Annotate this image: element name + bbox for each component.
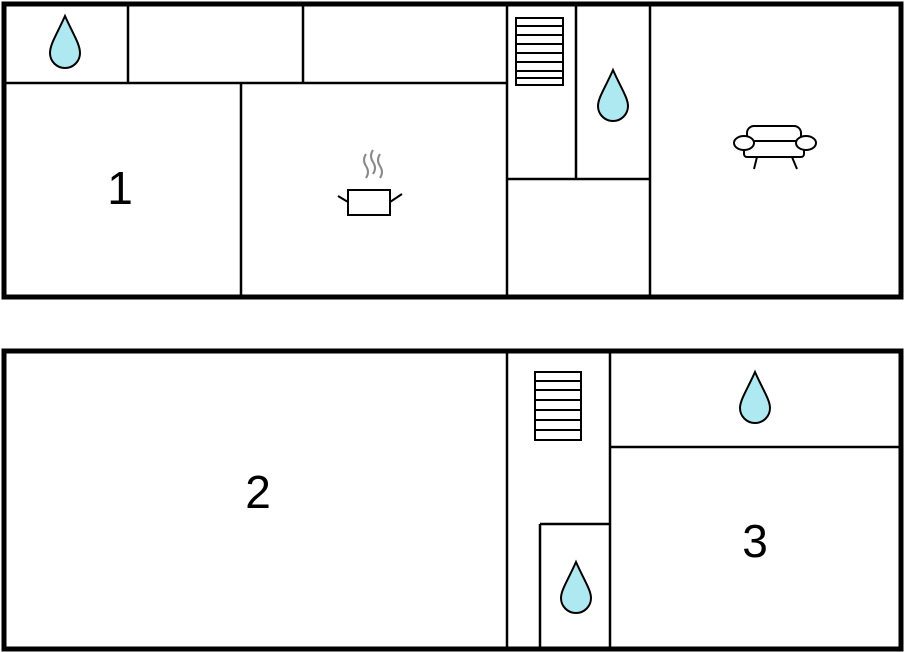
room-label: 2 bbox=[245, 466, 271, 518]
water-drop-icon bbox=[48, 13, 82, 69]
lower-floor-outline bbox=[1, 348, 904, 652]
stairs-icon bbox=[534, 371, 582, 441]
lower-floor: 2 3 bbox=[1, 348, 904, 652]
upper-floor-outline bbox=[1, 1, 904, 300]
room-label: 1 bbox=[107, 162, 133, 214]
cooking-pot-icon bbox=[337, 149, 403, 216]
upper-floor: 1 bbox=[1, 1, 904, 300]
sofa-icon bbox=[733, 125, 817, 170]
water-drop-icon bbox=[596, 67, 630, 122]
water-drop-icon bbox=[738, 369, 772, 424]
water-drop-icon bbox=[559, 559, 593, 614]
upper-floor-walls bbox=[4, 4, 652, 297]
stairs-icon bbox=[515, 17, 564, 86]
room-label: 3 bbox=[742, 515, 768, 567]
lower-floor-walls bbox=[505, 351, 901, 649]
